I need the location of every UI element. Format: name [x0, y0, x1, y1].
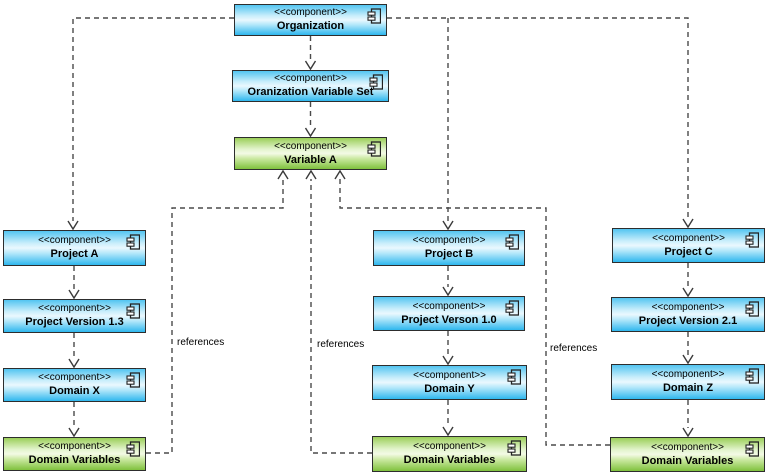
stereotype-label: <<component>>: [412, 300, 486, 312]
stereotype-label: <<component>>: [651, 441, 724, 453]
component-domain-variables-right[interactable]: <<component>> Domain Variables: [610, 437, 765, 472]
component-name: Domain Variables: [28, 454, 121, 467]
edge-label-references-left: references: [177, 337, 225, 348]
component-domain-variables-left[interactable]: <<component>> Domain Variables: [3, 437, 146, 471]
component-name: Domain X: [49, 385, 100, 398]
stereotype-label: <<component>>: [413, 369, 486, 381]
component-project-c[interactable]: <<component>> Project C: [612, 228, 765, 263]
component-org-variable-set[interactable]: <<component>> Oranization Variable Set: [232, 70, 389, 102]
component-icon: [126, 372, 140, 388]
component-domain-y[interactable]: <<component>> Domain Y: [372, 365, 527, 400]
stereotype-label: <<component>>: [38, 303, 111, 315]
component-name: Project B: [424, 248, 474, 261]
component-name: Domain Variables: [641, 454, 734, 467]
component-name: Oranization Variable Set: [247, 86, 374, 99]
stereotype-label: <<component>>: [38, 441, 111, 453]
stereotype-label: <<component>>: [413, 441, 486, 453]
component-organization[interactable]: <<component>> Organization: [234, 4, 387, 36]
stereotype-label: <<component>>: [652, 232, 725, 244]
component-icon: [369, 74, 383, 90]
component-icon: [745, 441, 759, 457]
component-domain-variables-middle[interactable]: <<component>> Domain Variables: [372, 436, 527, 472]
component-name: Project Version 1.3: [25, 316, 124, 329]
component-icon: [367, 141, 381, 157]
component-name: Domain Variables: [403, 454, 496, 467]
component-project-a[interactable]: <<component>> Project A: [3, 230, 146, 266]
edge-label-references-middle: references: [317, 339, 365, 350]
stereotype-label: <<component>>: [274, 7, 347, 19]
stereotype-label: <<component>>: [274, 73, 347, 85]
edge-label-references-right: references: [550, 343, 598, 354]
component-icon: [505, 234, 519, 250]
component-icon: [367, 8, 381, 24]
stereotype-label: <<component>>: [274, 140, 347, 152]
component-name: Domain Z: [662, 382, 714, 395]
component-variable-a[interactable]: <<component>> Variable A: [234, 137, 387, 170]
component-name: Organization: [276, 20, 345, 33]
component-project-verson-1-0[interactable]: <<component>> Project Verson 1.0: [373, 296, 525, 331]
component-name: Project A: [50, 248, 99, 261]
component-name: Project C: [664, 245, 713, 258]
component-name: Project Verson 1.0: [401, 313, 497, 326]
component-name: Variable A: [284, 153, 337, 166]
component-icon: [745, 368, 759, 384]
component-project-b[interactable]: <<component>> Project B: [373, 230, 525, 266]
component-icon: [507, 369, 521, 385]
component-icon: [745, 301, 759, 317]
component-project-version-2-1[interactable]: <<component>> Project Version 2.1: [611, 297, 765, 332]
component-name: Domain Y: [424, 382, 475, 395]
component-icon: [745, 232, 759, 248]
stereotype-label: <<component>>: [412, 235, 486, 247]
stereotype-label: <<component>>: [651, 369, 725, 381]
stereotype-label: <<component>>: [38, 235, 111, 247]
component-project-version-1-3[interactable]: <<component>> Project Version 1.3: [3, 299, 146, 333]
stereotype-label: <<component>>: [651, 301, 725, 313]
component-icon: [507, 440, 521, 456]
component-name: Project Version 2.1: [638, 314, 738, 327]
stereotype-label: <<component>>: [38, 372, 111, 384]
component-domain-z[interactable]: <<component>> Domain Z: [611, 364, 765, 400]
component-icon: [505, 300, 519, 316]
component-icon: [126, 303, 140, 319]
component-icon: [126, 441, 140, 457]
component-domain-x[interactable]: <<component>> Domain X: [3, 368, 146, 402]
component-icon: [126, 234, 140, 250]
